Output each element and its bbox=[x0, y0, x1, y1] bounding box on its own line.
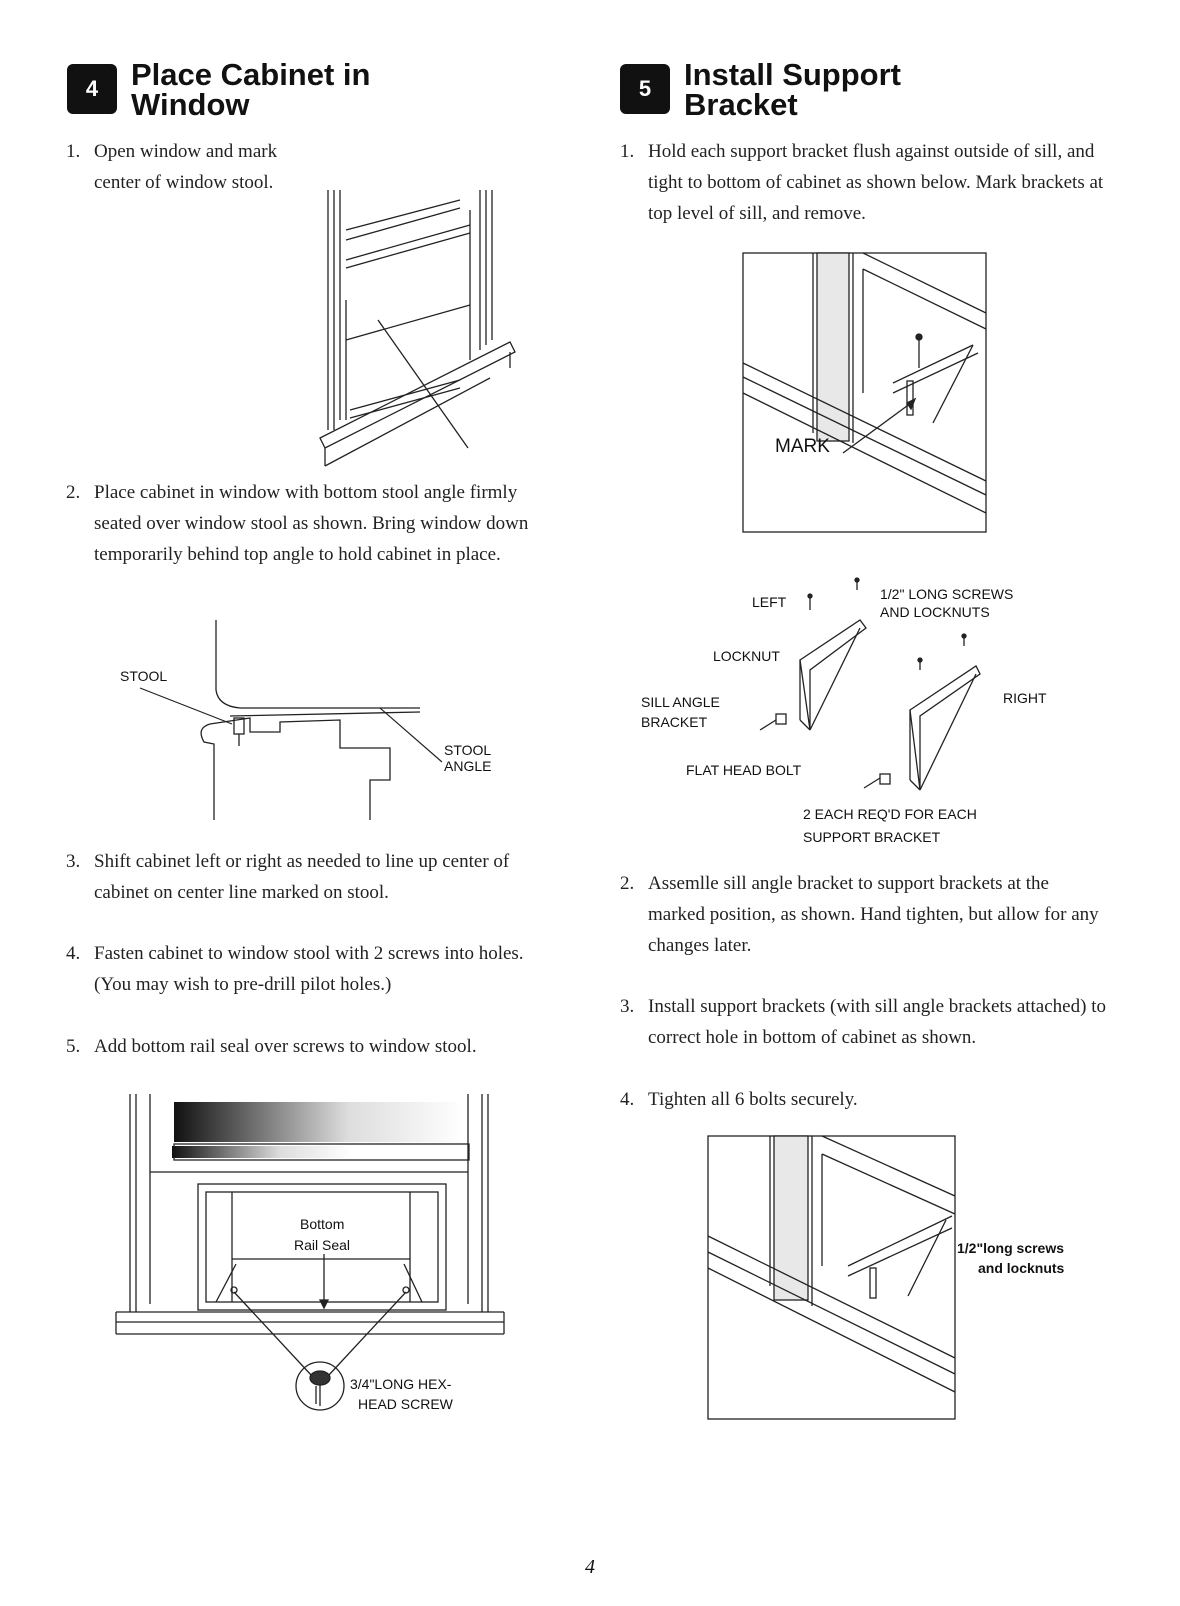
screws-label-line2: AND LOCKNUTS bbox=[880, 604, 990, 620]
left-step-5: 5. Add bottom rail seal over screws to w… bbox=[66, 1031, 556, 1062]
step-number: 3. bbox=[620, 996, 635, 1017]
section-4-title-line2: Window bbox=[131, 87, 250, 122]
stool-label: STOOL bbox=[120, 668, 168, 684]
step-number: 5. bbox=[66, 1036, 81, 1057]
step-4-badge: 4 bbox=[67, 64, 117, 114]
bottom-rail-seal-illustration bbox=[115, 1094, 505, 1411]
right-step-2: 2. Assemlle sill angle bracket to suppor… bbox=[620, 868, 1110, 961]
right-step-1: 1. Hold each support bracket flush again… bbox=[620, 136, 1110, 229]
step-text: Hold each support bracket flush against … bbox=[648, 141, 1104, 224]
section-5-title-line1: Install Support bbox=[684, 57, 901, 92]
window-stool-illustration bbox=[319, 190, 516, 467]
sill-angle-label: SILL ANGLE bbox=[641, 694, 720, 710]
right-bracket-label: RIGHT bbox=[1003, 690, 1047, 706]
installed-bracket-illustration bbox=[707, 1135, 956, 1420]
left-step-3: 3. Shift cabinet left or right as needed… bbox=[66, 846, 556, 908]
hex-screw-label-line1: 3/4"LONG HEX- bbox=[350, 1376, 452, 1392]
step-text: Fasten cabinet to window stool with 2 sc… bbox=[94, 943, 524, 995]
long-screws-label-line1: 1/2"long screws bbox=[957, 1240, 1065, 1256]
locknut-label: LOCKNUT bbox=[713, 648, 780, 664]
each-required-label-line2: SUPPORT BRACKET bbox=[803, 829, 941, 845]
step-number: 1. bbox=[66, 141, 81, 162]
section-4-title: Place Cabinet in Window bbox=[131, 57, 371, 122]
left-step-4: 4. Fasten cabinet to window stool with 2… bbox=[66, 938, 556, 1000]
screws-label-line1: 1/2" LONG SCREWS bbox=[880, 586, 1014, 602]
section-5-title: Install Support Bracket bbox=[684, 57, 901, 122]
step-5-badge: 5 bbox=[620, 64, 670, 114]
step-number: 3. bbox=[66, 851, 81, 872]
stool-leader-line bbox=[139, 687, 233, 725]
long-screws-label-line2: and locknuts bbox=[978, 1260, 1065, 1276]
step-number: 4. bbox=[66, 943, 81, 964]
right-step-4: 4. Tighten all 6 bolts securely. bbox=[620, 1084, 1110, 1115]
flat-head-bolt-label: FLAT HEAD BOLT bbox=[686, 762, 802, 778]
mark-label: MARK bbox=[775, 436, 830, 457]
step-number: 2. bbox=[620, 873, 635, 894]
step-number: 1. bbox=[620, 141, 635, 162]
left-bracket-label: LEFT bbox=[752, 594, 787, 610]
step-text: Install support brackets (with sill angl… bbox=[648, 996, 1106, 1048]
section-4-title-line1: Place Cabinet in bbox=[131, 57, 371, 92]
right-step-3: 3. Install support brackets (with sill a… bbox=[620, 991, 1110, 1053]
each-required-label-line1: 2 EACH REQ'D FOR EACH bbox=[803, 806, 977, 822]
stool-angle-cross-section bbox=[200, 620, 421, 820]
step-text: Add bottom rail seal over screws to wind… bbox=[94, 1036, 477, 1057]
stool-angle-label-line1: STOOL bbox=[444, 742, 492, 758]
step-number: 2. bbox=[66, 482, 81, 503]
stool-angle-label-line2: ANGLE bbox=[444, 758, 492, 774]
left-step-1: 1. Open window and mark center of window… bbox=[66, 136, 306, 198]
bracket-label: BRACKET bbox=[641, 714, 708, 730]
step-text: Assemlle sill angle bracket to support b… bbox=[648, 873, 1099, 956]
bottom-label: Bottom bbox=[300, 1216, 345, 1232]
left-step-2: 2. Place cabinet in window with bottom s… bbox=[66, 477, 556, 570]
step-text: Open window and mark center of window st… bbox=[94, 141, 278, 193]
step-number: 4. bbox=[620, 1089, 635, 1110]
mark-bracket-illustration bbox=[742, 252, 987, 533]
support-bracket-exploded-view bbox=[759, 577, 981, 791]
stool-angle-leader-line bbox=[379, 707, 443, 763]
step-text: Tighten all 6 bolts securely. bbox=[648, 1089, 858, 1110]
step-text: Shift cabinet left or right as needed to… bbox=[94, 851, 510, 903]
step-text: Place cabinet in window with bottom stoo… bbox=[94, 482, 529, 565]
section-5-title-line2: Bracket bbox=[684, 87, 798, 122]
page-number: 4 bbox=[585, 1556, 595, 1578]
rail-seal-label: Rail Seal bbox=[294, 1237, 351, 1253]
hex-screw-label-line2: HEAD SCREW bbox=[358, 1396, 453, 1412]
